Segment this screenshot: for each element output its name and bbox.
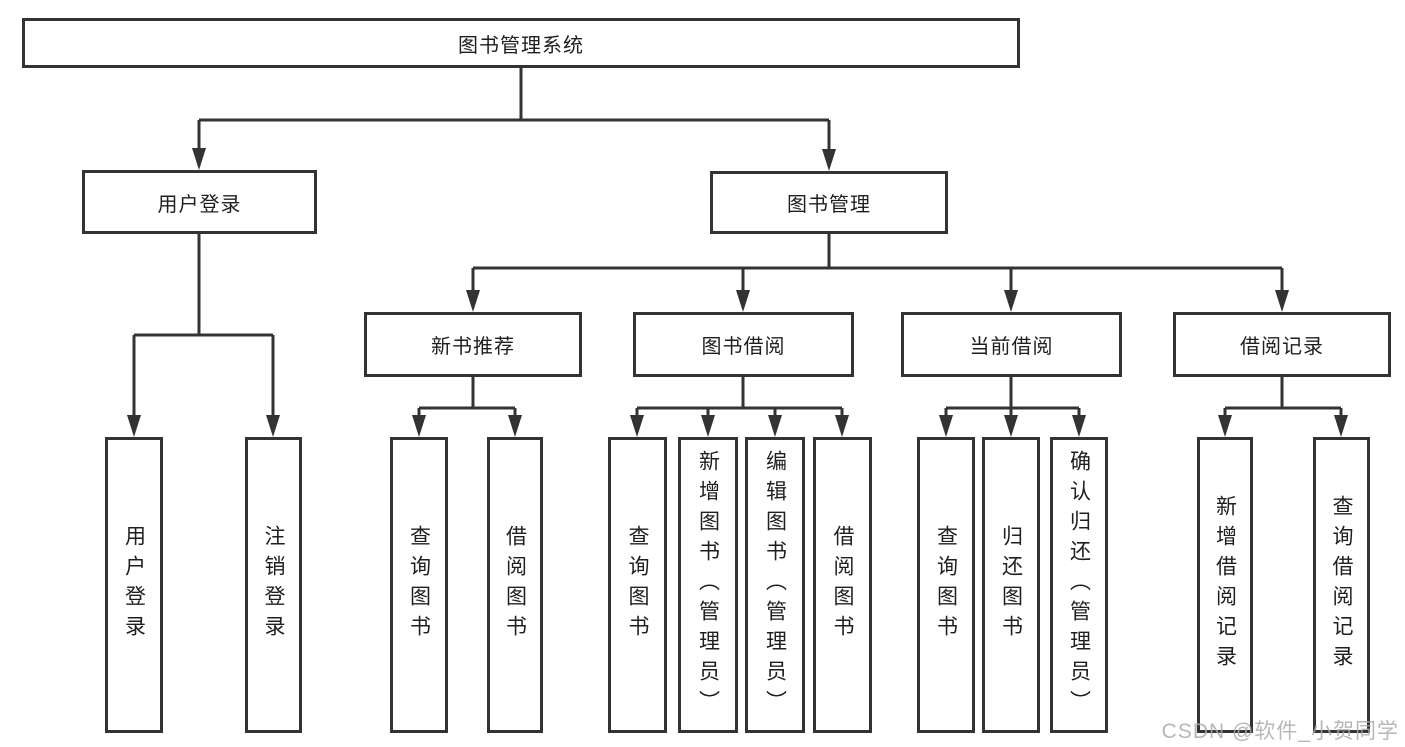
leaf-borrow-query-books-label: 查询图书	[626, 525, 649, 645]
leaf-borrow-edit-books-admin-label: 编辑图书（管理员）	[763, 450, 787, 720]
leaf-borrow-add-books-admin: 新增图书（管理员）	[678, 437, 738, 733]
leaf-logout: 注销登录	[245, 437, 302, 733]
node-current-borrow-label: 当前借阅	[969, 336, 1054, 358]
leaf-borrow-query-books: 查询图书	[608, 437, 667, 733]
leaf-records-query-record-label: 查询借阅记录	[1330, 495, 1353, 675]
leaf-current-query-books: 查询图书	[917, 437, 975, 733]
csdn-watermark: CSDN @软件_小贺同学	[1161, 720, 1399, 743]
connector-book-borrow	[635, 377, 844, 419]
leaf-logout-label: 注销登录	[262, 525, 285, 645]
leaf-newrec-query-books-label: 查询图书	[407, 525, 431, 645]
node-book-borrow: 图书借阅	[633, 312, 854, 377]
connector-new-book-recommend	[417, 377, 517, 419]
leaf-user-login-label: 用户登录	[122, 525, 146, 645]
node-user-login: 用户登录	[82, 170, 317, 234]
leaf-records-add-record-label: 新增借阅记录	[1213, 495, 1237, 675]
leaf-current-confirm-return-admin-label: 确认归还（管理员）	[1067, 450, 1091, 720]
node-new-book-recommend: 新书推荐	[364, 312, 582, 377]
node-book-management: 图书管理	[710, 171, 948, 234]
node-new-book-recommend-label: 新书推荐	[431, 336, 515, 358]
node-current-borrow: 当前借阅	[901, 312, 1122, 377]
node-borrow-records-label: 借阅记录	[1240, 336, 1324, 358]
node-system-root: 图书管理系统	[22, 18, 1020, 68]
leaf-newrec-borrow-books: 借阅图书	[487, 437, 543, 733]
leaf-borrow-borrow-books: 借阅图书	[813, 437, 872, 733]
leaf-user-login: 用户登录	[105, 437, 163, 733]
node-book-management-label: 图书管理	[787, 194, 871, 216]
connector-current-borrow	[944, 377, 1081, 419]
leaf-borrow-edit-books-admin: 编辑图书（管理员）	[745, 437, 805, 733]
connector-book-management	[471, 234, 1284, 294]
leaf-newrec-borrow-books-label: 借阅图书	[503, 525, 527, 645]
node-book-borrow-label: 图书借阅	[701, 336, 786, 358]
leaf-records-add-record: 新增借阅记录	[1197, 437, 1253, 733]
leaf-current-return-books-label: 归还图书	[999, 525, 1023, 645]
connector-borrow-records	[1223, 377, 1343, 419]
leaf-borrow-add-books-admin-label: 新增图书（管理员）	[696, 450, 720, 720]
node-user-login-label: 用户登录	[157, 193, 242, 216]
connector-root	[197, 68, 831, 153]
leaf-records-query-record: 查询借阅记录	[1313, 437, 1370, 733]
connector-user-login	[132, 234, 275, 419]
node-borrow-records: 借阅记录	[1173, 312, 1391, 377]
leaf-borrow-borrow-books-label: 借阅图书	[831, 525, 854, 645]
node-system-root-label: 图书管理系统	[458, 34, 584, 57]
leaf-newrec-query-books: 查询图书	[390, 437, 448, 733]
leaf-current-query-books-label: 查询图书	[934, 525, 958, 645]
leaf-current-confirm-return-admin: 确认归还（管理员）	[1050, 437, 1108, 733]
leaf-current-return-books: 归还图书	[982, 437, 1040, 733]
